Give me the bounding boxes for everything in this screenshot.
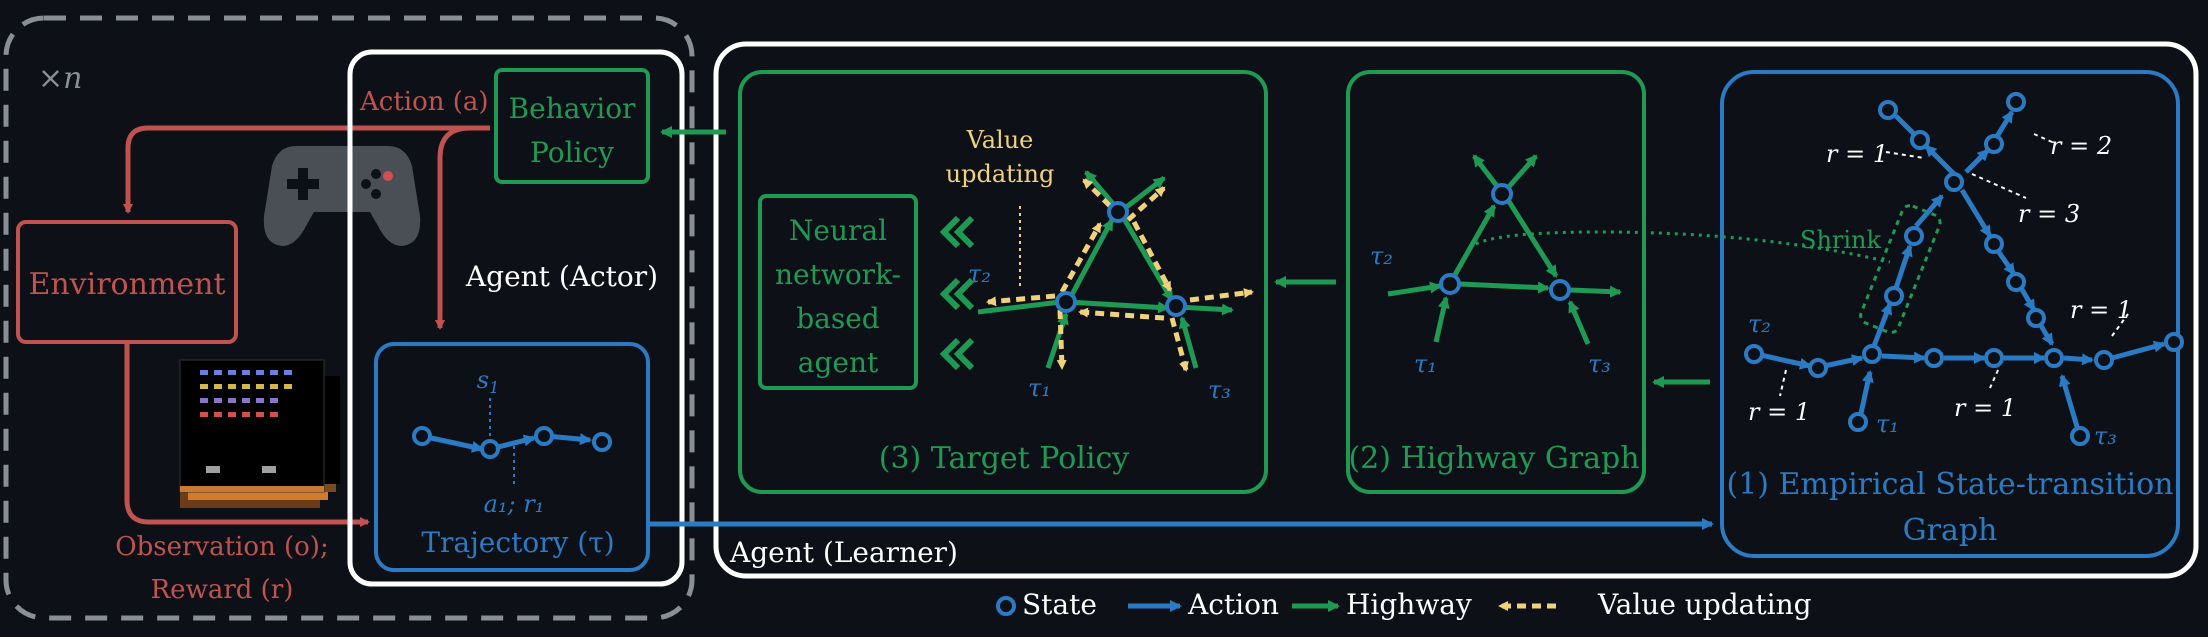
observation-label: Observation (o); [115, 532, 328, 562]
s1-label: s1 [477, 366, 500, 397]
agent-learner-box [713, 41, 2199, 579]
repeat-loop-box [3, 15, 695, 621]
agent-actor-box [347, 49, 685, 587]
target-policy-box [738, 70, 1268, 494]
empirical-tau2: τ₂ [1748, 310, 1771, 338]
target-graph [977, 170, 1254, 372]
neural-agent-box [758, 194, 918, 390]
environment-box [16, 220, 238, 344]
reward-pointers [1779, 133, 2129, 397]
behavior-policy-line2: Policy [530, 136, 614, 169]
shrink-label: Shrink [1800, 226, 1882, 254]
behavior-policy-box [494, 68, 650, 184]
target-tau2: τ₂ [968, 260, 991, 288]
neural-agent-line1: Neural [789, 214, 887, 247]
policy-to-trajectory-arrow [435, 125, 471, 330]
reward-label: Reward (r) [151, 575, 294, 605]
value-updating-line1: Value [966, 126, 1034, 154]
highway-graph-title: (2) Highway Graph [1348, 441, 1639, 476]
agent-actor-label: Agent (Actor) [465, 260, 658, 293]
reward-label-6: r = 1 [2070, 296, 2132, 324]
highway-tau2: τ₂ [1370, 242, 1393, 270]
legend-state-icon [996, 596, 1016, 616]
trajectory-box [374, 342, 650, 572]
chevrons-icon [939, 215, 975, 371]
legend-state-label: State [1022, 588, 1097, 621]
shrink-region [1859, 204, 1942, 335]
highway-graph-box [1346, 70, 1646, 494]
empirical-tau1: τ₁ [1876, 410, 1899, 438]
environment-label: Environment [28, 267, 225, 302]
action-arrow [123, 125, 490, 214]
action-label: Action (a) [359, 87, 489, 117]
observation-arrow [124, 344, 370, 527]
highway-tau1: τ₁ [1414, 350, 1437, 378]
neural-agent-line4: agent [798, 346, 879, 379]
value-updating-line2: updating [946, 160, 1055, 188]
reward-label-5: r = 1 [1954, 394, 2016, 422]
neural-agent-line3: based [796, 302, 880, 335]
game-screens-image [179, 359, 340, 508]
repeat-label: ×n [38, 61, 82, 96]
target-tau3: τ₃ [1208, 376, 1231, 404]
legend-value-label: Value updating [1597, 588, 1812, 621]
empirical-title-line1: (1) Empirical State-transition [1727, 467, 2174, 502]
target-policy-title: (3) Target Policy [879, 441, 1130, 476]
highway-graph [1387, 154, 1622, 345]
legend: State Action Highway Value updating [996, 588, 1812, 621]
trajectory-graph [412, 398, 612, 484]
empirical-graph [1744, 92, 2184, 446]
agent-learner-label: Agent (Learner) [729, 536, 958, 569]
reward-label-4: r = 1 [1748, 398, 1810, 426]
target-tau1: τ₁ [1028, 374, 1051, 402]
shrink-connector [1475, 230, 1891, 264]
empirical-graph-box [1720, 70, 2180, 558]
reward-label-3: r = 3 [2018, 200, 2080, 228]
legend-highway-label: Highway [1346, 588, 1472, 621]
empirical-tau3: τ₃ [2094, 422, 2117, 450]
game-controller-icon [263, 146, 421, 246]
behavior-policy-line1: Behavior [509, 92, 637, 125]
legend-action-label: Action [1187, 588, 1279, 621]
highway-tau3: τ₃ [1588, 350, 1611, 378]
neural-agent-line2: network- [775, 258, 901, 291]
a1-r1-label: a₁; r₁ [484, 490, 545, 518]
trajectory-label: Trajectory (τ) [421, 526, 614, 559]
empirical-title-line2: Graph [1903, 513, 1998, 548]
reward-label-2: r = 2 [2050, 132, 2112, 160]
reward-label-1: r = 1 [1826, 140, 1888, 168]
